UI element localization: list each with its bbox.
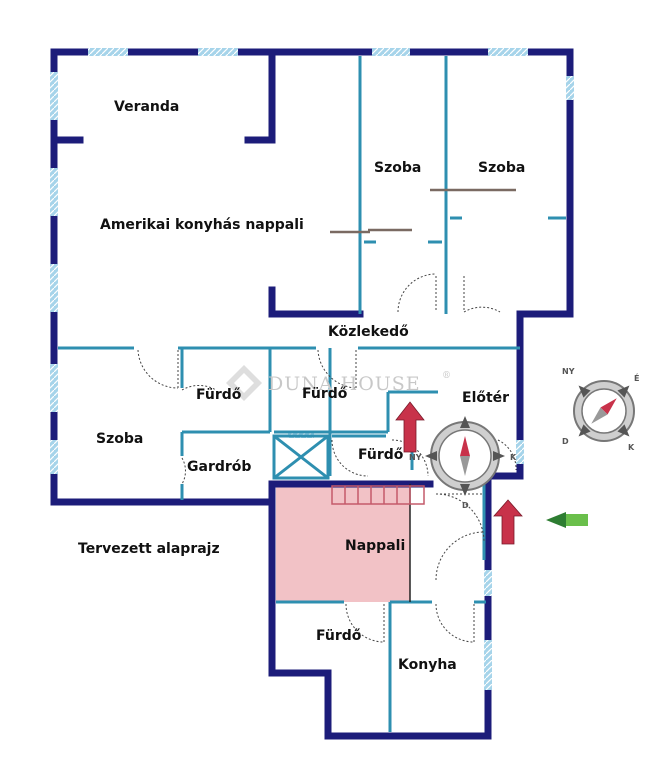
entry-arrow-lower <box>493 499 523 545</box>
watermark-registered: ® <box>442 371 452 381</box>
label-bath-3: Fürdő <box>358 447 404 463</box>
compass-north-letter: É <box>462 418 467 429</box>
watermark: DUNA HOUSE ® <box>226 365 452 401</box>
label-room-3: Szoba <box>96 431 143 447</box>
plan-caption: Tervezett alaprajz <box>78 541 220 557</box>
compass-east-letter: K <box>510 453 517 462</box>
compass-rotated-south: D <box>562 437 569 446</box>
label-living-kitchen: Amerikai konyhás nappali <box>100 217 304 233</box>
room-labels: Veranda Amerikai konyhás nappali Szoba S… <box>78 99 525 673</box>
door-swings <box>137 273 517 643</box>
compass-rotated-west: NY <box>562 367 575 376</box>
label-room-1: Szoba <box>374 160 421 176</box>
label-wardrobe: Gardrób <box>187 459 251 475</box>
compass-rotated-letters: É K D NY <box>562 367 639 452</box>
compass-icon: É K D NY <box>409 416 517 510</box>
watermark-logo-icon <box>226 365 262 401</box>
compass-west-letter: NY <box>409 453 422 462</box>
label-veranda: Veranda <box>114 99 179 115</box>
label-entrance: Előtér <box>462 390 509 406</box>
label-living: Nappali <box>345 538 405 554</box>
direction-arrow <box>546 512 588 528</box>
stairs <box>331 485 425 505</box>
label-room-2: Szoba <box>478 160 525 176</box>
sliding-doors <box>330 188 516 234</box>
compass-rotated-north: É <box>634 372 639 383</box>
compass-south-letter: D <box>462 501 469 510</box>
label-bath-2: Fürdő <box>302 386 348 402</box>
wardrobe-cross <box>272 434 330 480</box>
entry-arrow-upper <box>395 401 425 453</box>
label-corridor: Közlekedő <box>328 324 409 340</box>
label-bath-4: Fürdő <box>316 628 362 644</box>
compass-rotated-east: K <box>628 443 635 452</box>
label-kitchen: Konyha <box>398 657 457 673</box>
label-bath-1: Fürdő <box>196 387 242 403</box>
watermark-text: DUNA HOUSE <box>268 373 421 395</box>
compass-rotated-icon <box>573 380 635 442</box>
